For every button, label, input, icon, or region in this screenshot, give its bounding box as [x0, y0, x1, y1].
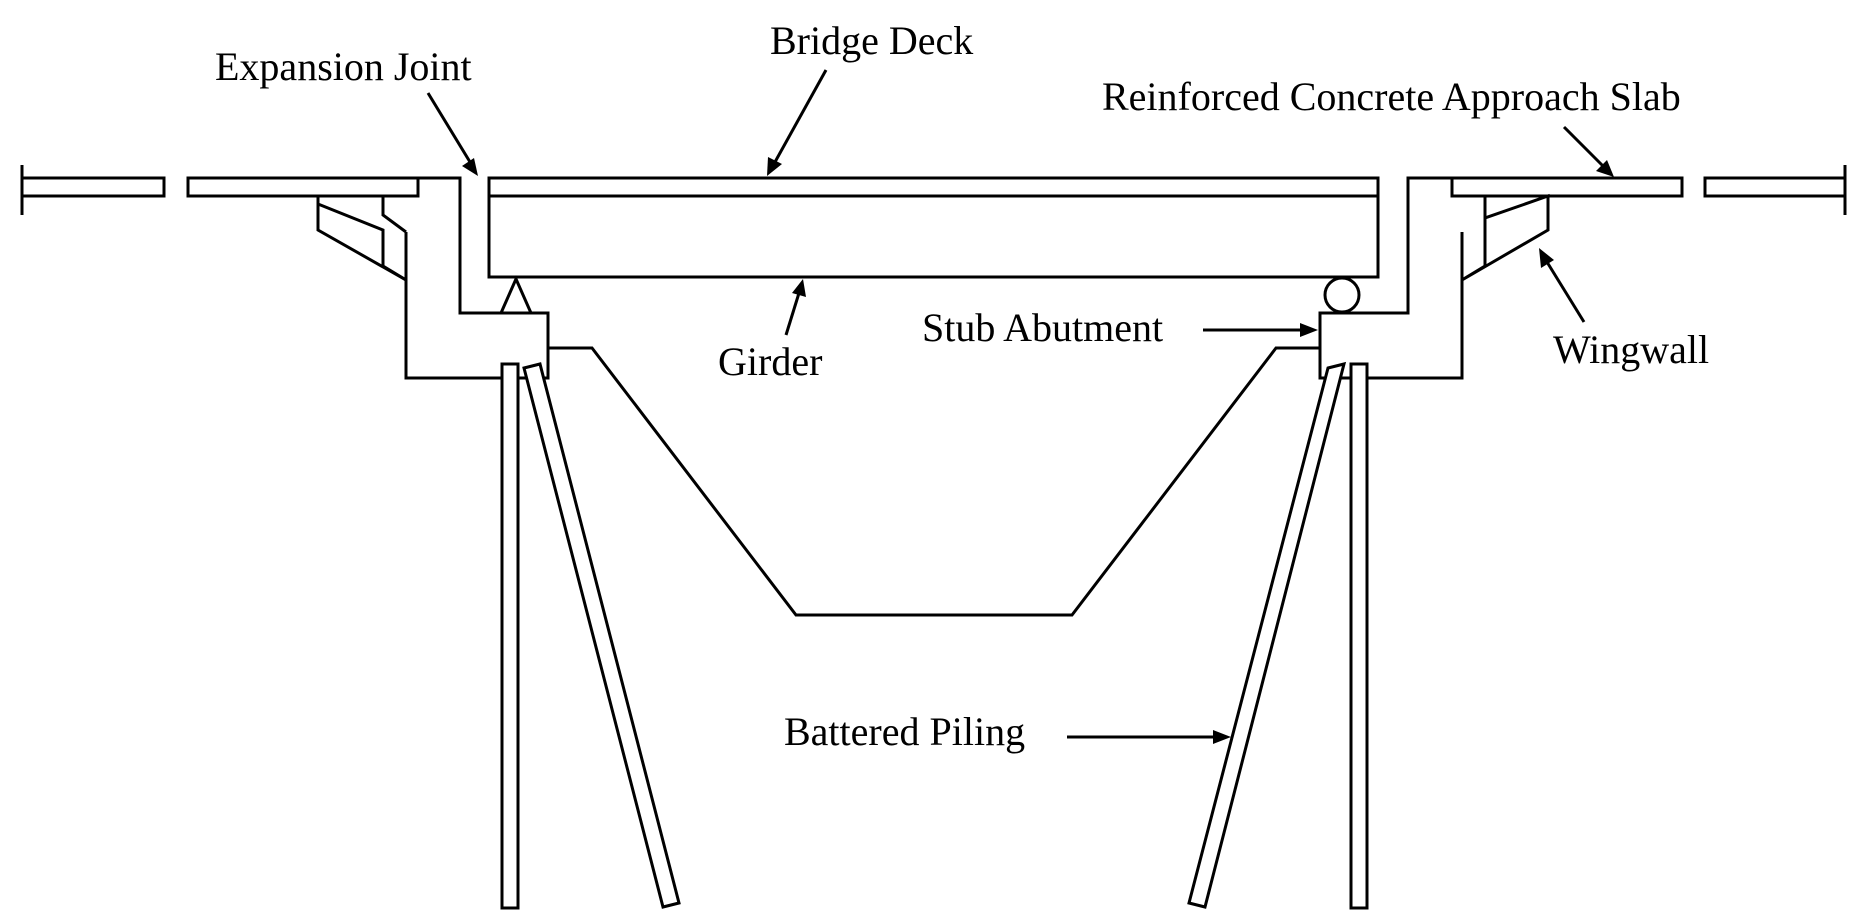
arrow-wingwall	[1539, 248, 1586, 323]
label-expansion-joint: Expansion Joint	[215, 44, 472, 89]
left-vertical-pile	[500, 362, 520, 910]
label-battered-piling: Battered Piling	[784, 709, 1025, 754]
label-wingwall: Wingwall	[1553, 327, 1709, 372]
arrow-stub-abutment	[1203, 323, 1318, 337]
left-battered-pile	[522, 362, 681, 909]
right-bearing	[1323, 276, 1361, 314]
left-abutment	[316, 176, 550, 380]
left-approach-slab	[186, 176, 420, 198]
label-stub-abutment: Stub Abutment	[922, 305, 1163, 350]
arrow-expansion-joint	[426, 92, 478, 176]
right-battered-pile	[1187, 361, 1347, 909]
label-girder: Girder	[718, 339, 822, 384]
right-approach-road	[1703, 165, 1847, 215]
arrow-girder	[784, 279, 806, 336]
right-approach-slab	[1450, 176, 1684, 198]
girder	[487, 194, 1380, 279]
arrow-battered-piling	[1067, 730, 1231, 744]
channel-profile	[548, 346, 1320, 617]
label-bridge-deck: Bridge Deck	[770, 18, 973, 63]
right-vertical-pile	[1349, 362, 1369, 910]
arrow-bridge-deck	[767, 69, 828, 176]
bridge-deck	[487, 176, 1380, 198]
label-approach-slab: Reinforced Concrete Approach Slab	[1102, 74, 1681, 119]
left-bearing	[499, 275, 533, 314]
arrow-approach-slab	[1562, 125, 1614, 177]
left-approach-road	[20, 165, 166, 215]
